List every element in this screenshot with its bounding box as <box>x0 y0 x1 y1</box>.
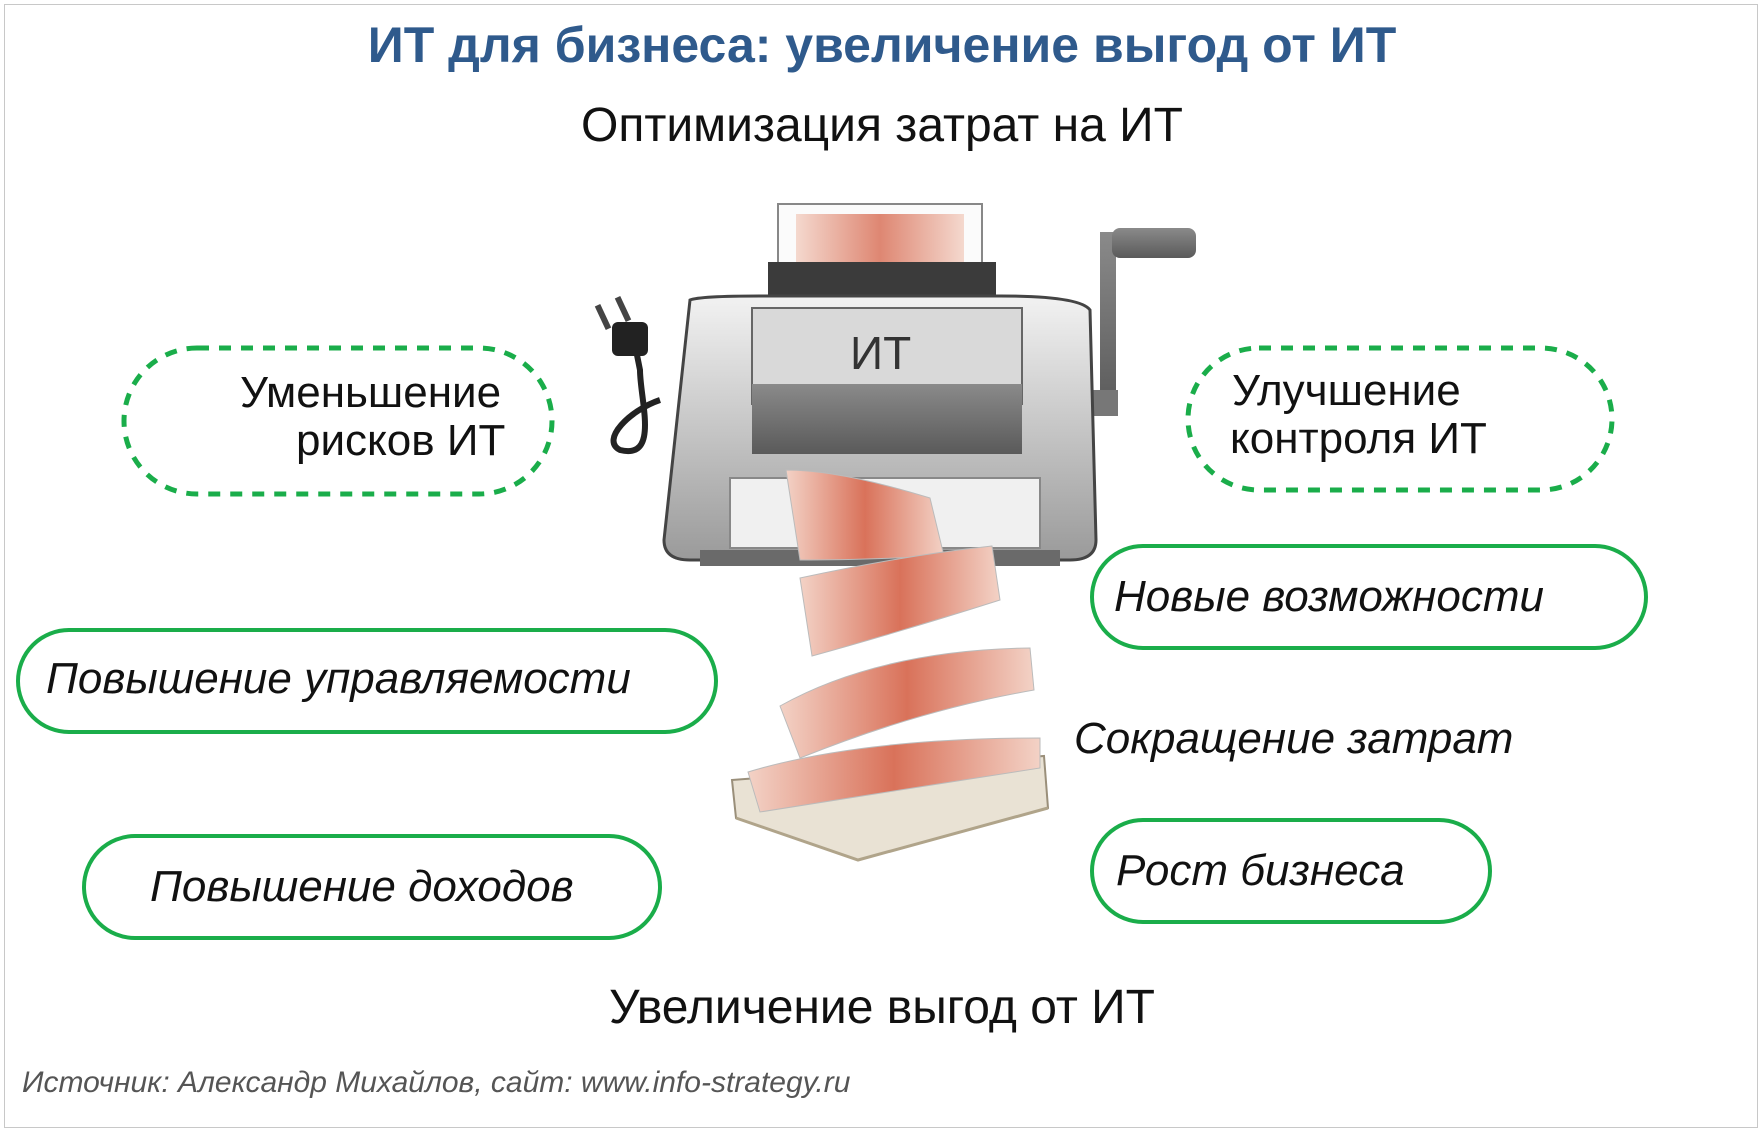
manageability-label: Повышение управляемости <box>46 654 631 703</box>
printer-label: ИТ <box>850 327 912 379</box>
control-line2: контроля ИТ <box>1230 414 1487 463</box>
slide-title: ИТ для бизнеса: увеличение выгод от ИТ <box>367 17 1397 73</box>
manageability-pill <box>16 628 718 734</box>
income-pill <box>82 834 662 940</box>
risks-oval <box>121 345 555 497</box>
growth-pill <box>1090 818 1492 924</box>
cost-reduction-label: Сокращение затрат <box>1074 714 1514 763</box>
money-stack-icon <box>730 737 1050 862</box>
control-oval <box>1185 345 1615 493</box>
income-label: Повышение доходов <box>150 862 574 911</box>
power-plug-icon <box>594 295 662 455</box>
top-heading: Оптимизация затрат на ИТ <box>581 99 1183 152</box>
risks-line2: рисков ИТ <box>296 416 506 465</box>
new-opportunities-pill <box>1090 544 1648 650</box>
source-caption: Источник: Александр Михайлов, сайт: www.… <box>22 1066 851 1099</box>
control-line1: Улучшение <box>1232 366 1461 415</box>
risks-line1: Уменьшение <box>240 368 502 417</box>
banknote-icon <box>779 469 1035 759</box>
new-opportunities-label: Новые возможности <box>1114 572 1544 621</box>
slide-frame <box>4 4 1758 1128</box>
bottom-heading: Увеличение выгод от ИТ <box>609 981 1155 1034</box>
growth-label: Рост бизнеса <box>1116 846 1405 895</box>
crank-handle-icon <box>1088 228 1196 416</box>
